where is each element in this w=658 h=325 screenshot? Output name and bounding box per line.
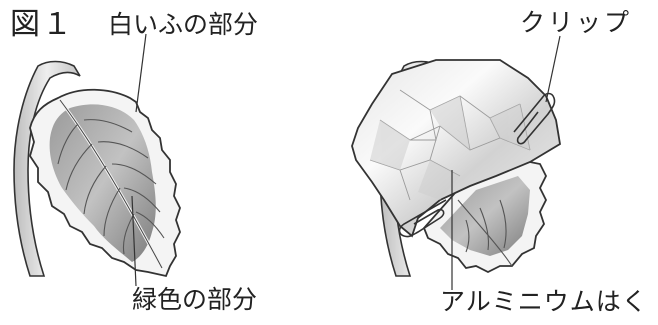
left-plant (13, 33, 181, 287)
clip-label: クリップ (520, 8, 633, 37)
left-leaf-veins (57, 119, 165, 255)
green-part-label: 緑色の部分 (132, 285, 258, 314)
white-part-leader (135, 33, 147, 113)
green-part-leader (131, 195, 137, 287)
figure-title: 図１ (10, 7, 74, 42)
clip-leader (545, 35, 561, 103)
right-leaf-green-area (440, 176, 530, 256)
foil-label: アルミニウムはく (440, 287, 648, 316)
right-plant (351, 35, 561, 290)
left-stem (13, 60, 81, 277)
paper-clip-icon-lower (398, 199, 447, 238)
foil-shading (370, 96, 530, 200)
white-part-label: 白いふの部分 (108, 10, 259, 39)
right-leaf-veins (457, 199, 513, 267)
